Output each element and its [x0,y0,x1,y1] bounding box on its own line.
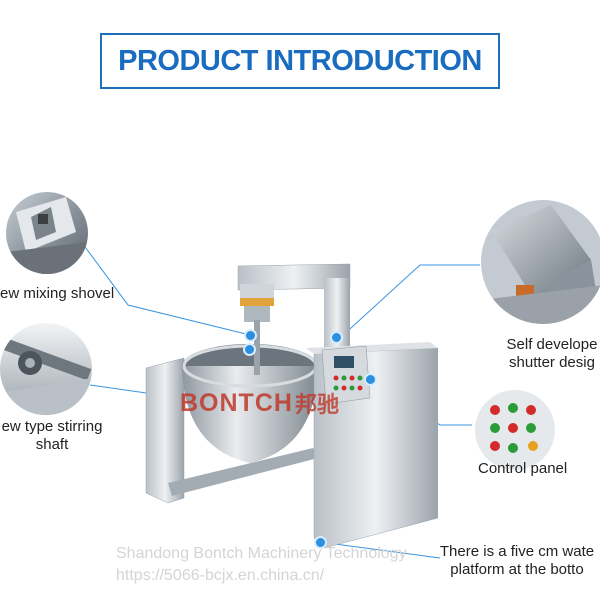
stirring-shaft-detail-photo [0,323,92,415]
watermark-company: Shandong Bontch Machinery Technology [116,545,407,562]
label-shutter-line2: shutter desig [509,354,595,371]
callout-dot-platform [314,536,327,549]
label-platform-line1: There is a five cm wate [439,543,595,560]
title-box: PRODUCT INTRODUCTION [100,33,500,89]
brand-logo: BONTCH 邦驰 [180,388,339,418]
line-mixing-shovel [79,239,251,336]
label-stirring-shaft-line1: ew type stirring [1,418,103,435]
label-control-panel: Control panel [478,460,568,477]
brand-logo-text: BONTCH [180,388,293,417]
label-shutter-line1: Self develope [506,336,598,353]
label-shutter: Self develope shutter desig [500,336,600,372]
callout-dot-shutter [330,331,343,344]
page-title: PRODUCT INTRODUCTION [118,44,482,77]
callout-dot-stirring-shaft [243,343,256,356]
label-stirring-shaft: ew type stirring shaft [0,418,104,454]
label-stirring-shaft-line2: shaft [35,436,69,453]
line-shutter [339,264,480,339]
control-panel-detail-photo [475,390,555,470]
cooking-mixer-machine-photo [138,258,438,558]
callout-dot-mixing-shovel [244,329,257,342]
label-platform: There is a five cm wate platform at the … [434,543,600,579]
watermark-url: https://5066-bcjx.en.china.cn/ [116,567,325,584]
label-platform-line2: platform at the botto [450,561,584,578]
callout-dot-control-panel [364,373,377,386]
shutter-detail-photo [481,200,600,324]
line-platform [319,541,441,559]
mixing-shovel-detail-photo [6,192,88,274]
brand-logo-cn: 邦驰 [294,392,339,417]
label-mixing-shovel: ew mixing shovel [0,285,115,302]
